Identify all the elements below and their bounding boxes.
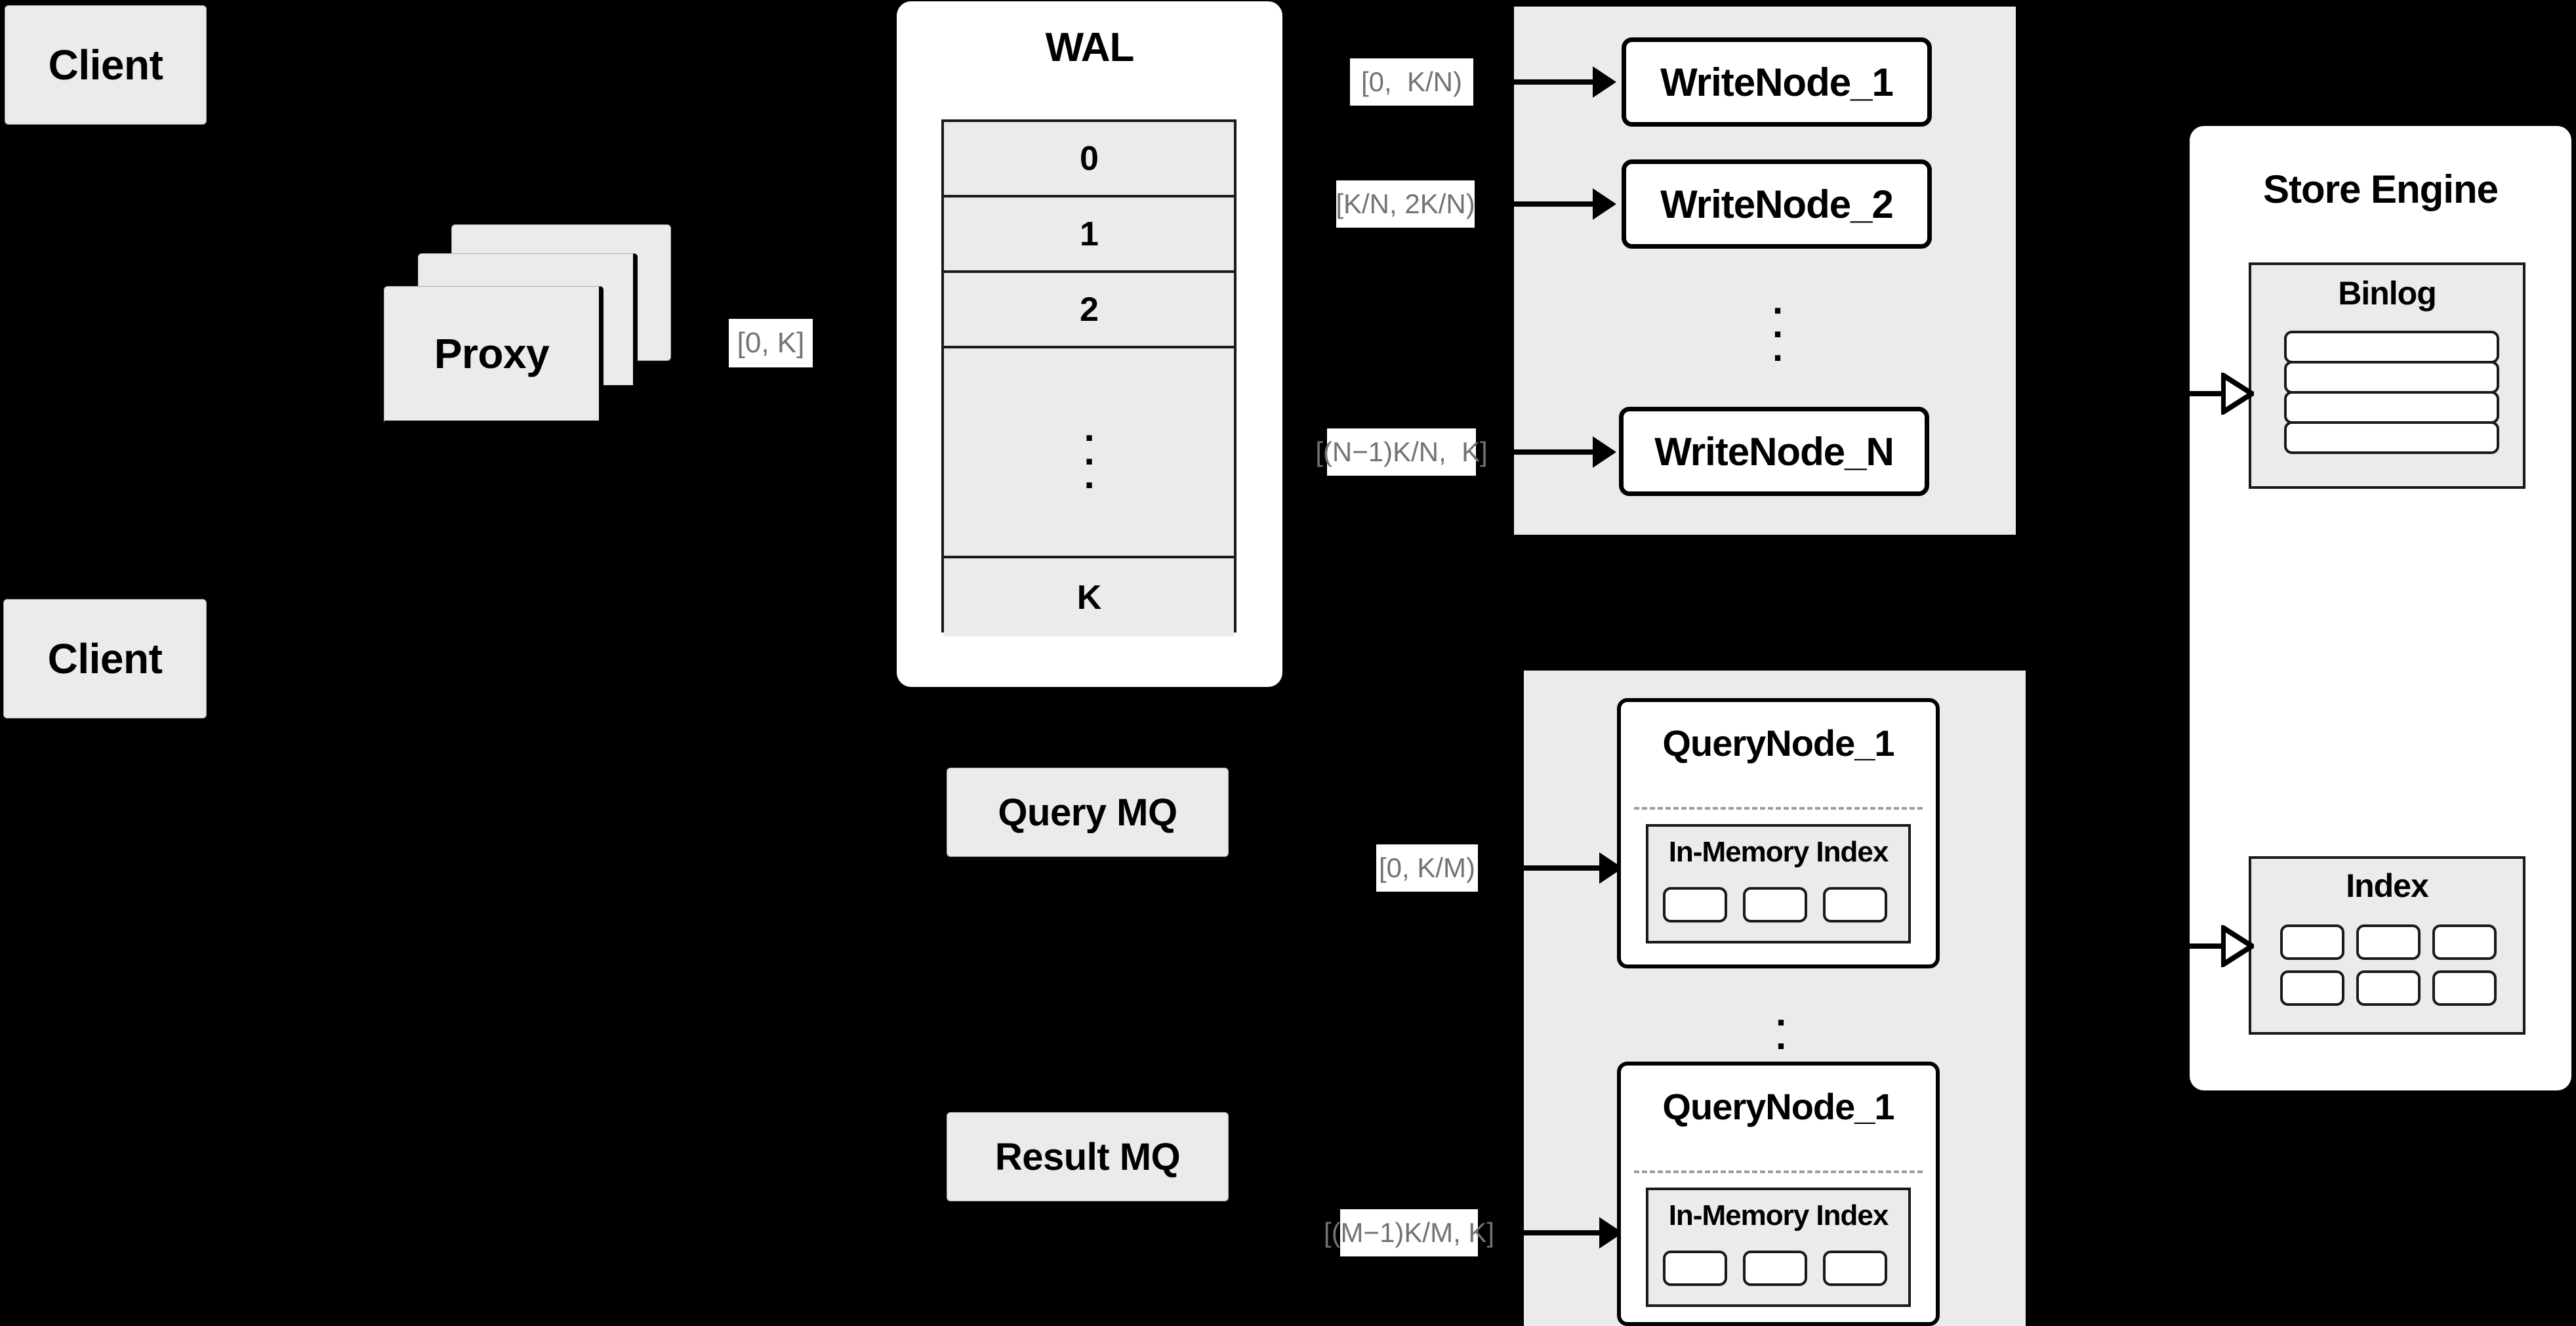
index-arrow-head-icon bbox=[2221, 925, 2254, 967]
querynode-2-box[interactable]: QueryNode_1 In-Memory Index bbox=[1617, 1062, 1940, 1326]
index-slot[interactable] bbox=[1743, 887, 1807, 922]
index-slot[interactable] bbox=[1823, 887, 1887, 922]
wal-row[interactable]: K bbox=[944, 558, 1234, 636]
client-box-2[interactable]: Client bbox=[3, 599, 207, 718]
writenode-1-box[interactable]: WriteNode_1 bbox=[1622, 37, 1932, 127]
querynode-2-title: QueryNode_1 bbox=[1662, 1086, 1894, 1127]
in-memory-index-title: In-Memory Index bbox=[1668, 836, 1889, 868]
querynode-2-separator bbox=[1634, 1171, 1923, 1173]
querynode-1-box[interactable]: QueryNode_1 In-Memory Index bbox=[1617, 698, 1940, 968]
wal-table: 0 1 2 . . . K bbox=[941, 119, 1237, 636]
result-mq-box[interactable]: Result MQ bbox=[947, 1112, 1229, 1201]
write-cluster-vertical-ellipsis: . . . bbox=[1772, 280, 1784, 369]
writenode-1-arrow-line bbox=[1512, 79, 1597, 85]
binlog-slot[interactable] bbox=[2284, 421, 2499, 454]
proxy-stack[interactable]: Proxy bbox=[382, 222, 674, 429]
binlog-slot[interactable] bbox=[2284, 361, 2499, 394]
wal-title: WAL bbox=[1045, 25, 1135, 70]
client-label: Client bbox=[47, 635, 163, 682]
binlog-box: Binlog bbox=[2249, 262, 2525, 489]
in-memory-index-title: In-Memory Index bbox=[1668, 1199, 1889, 1232]
index-slot[interactable] bbox=[2280, 924, 2344, 960]
wal-row[interactable]: 0 bbox=[944, 122, 1234, 197]
writenode-2-arrow-head-icon bbox=[1593, 188, 1616, 220]
binlog-slot[interactable] bbox=[2284, 331, 2499, 363]
binlog-slot[interactable] bbox=[2284, 391, 2499, 424]
query-mq-box[interactable]: Query MQ bbox=[947, 768, 1229, 857]
wal-row[interactable]: 1 bbox=[944, 197, 1234, 273]
index-slot[interactable] bbox=[1663, 887, 1727, 922]
index-slot[interactable] bbox=[2432, 924, 2497, 960]
index-arrow-line bbox=[2186, 943, 2227, 949]
index-title: Index bbox=[2346, 867, 2429, 904]
index-slot[interactable] bbox=[1743, 1251, 1807, 1286]
proxy-label: Proxy bbox=[434, 330, 550, 377]
writenode-1-arrow-head-icon bbox=[1593, 66, 1616, 98]
binlog-title: Binlog bbox=[2338, 275, 2437, 312]
vertical-ellipsis: . . . bbox=[1084, 407, 1094, 497]
querynode-1-separator bbox=[1634, 807, 1923, 810]
proxy-stack-layer-front[interactable]: Proxy bbox=[384, 286, 603, 425]
index-slot[interactable] bbox=[2280, 970, 2344, 1006]
index-slot[interactable] bbox=[2356, 970, 2421, 1006]
store-engine-title: Store Engine bbox=[2262, 167, 2499, 211]
proxy-to-wal-range-label: [0, K] bbox=[729, 319, 813, 367]
querynode-2-inmemory-index: In-Memory Index bbox=[1646, 1188, 1911, 1307]
writenode-2-box[interactable]: WriteNode_2 bbox=[1622, 159, 1932, 249]
querynode-1-title: QueryNode_1 bbox=[1662, 722, 1894, 764]
querynode-1-inmemory-index: In-Memory Index bbox=[1646, 824, 1911, 943]
index-slot[interactable] bbox=[2432, 970, 2497, 1006]
binlog-arrow-line bbox=[2186, 391, 2227, 396]
writenode-n-box[interactable]: WriteNode_N bbox=[1619, 407, 1929, 496]
index-slot[interactable] bbox=[1663, 1251, 1727, 1286]
writenode-n-arrow-head-icon bbox=[1593, 436, 1616, 468]
writenode-1-range-label: [0, K/N) bbox=[1350, 58, 1473, 106]
querynode-1-range-label: [0, K/M) bbox=[1376, 844, 1478, 892]
querynode-1-arrow-line bbox=[1519, 865, 1604, 871]
writenode-2-range-label: [K/N, 2K/N) bbox=[1336, 180, 1475, 228]
writenode-n-range-label: [(N−1)K/N, K] bbox=[1315, 428, 1488, 476]
index-box: Index bbox=[2249, 856, 2525, 1035]
index-slot[interactable] bbox=[2356, 924, 2421, 960]
index-slot[interactable] bbox=[1823, 1251, 1887, 1286]
client-label: Client bbox=[48, 41, 163, 89]
writenode-2-arrow-line bbox=[1512, 201, 1597, 207]
wal-row-ellipsis: . . . bbox=[944, 348, 1234, 558]
querynode-2-arrow-line bbox=[1519, 1230, 1604, 1235]
writenode-n-arrow-line bbox=[1512, 449, 1597, 455]
client-box-1[interactable]: Client bbox=[5, 5, 207, 125]
querynode-2-range-label: [(M−1)K/M, K] bbox=[1324, 1209, 1494, 1256]
binlog-arrow-head-icon bbox=[2221, 373, 2254, 415]
wal-row[interactable]: 2 bbox=[944, 273, 1234, 348]
